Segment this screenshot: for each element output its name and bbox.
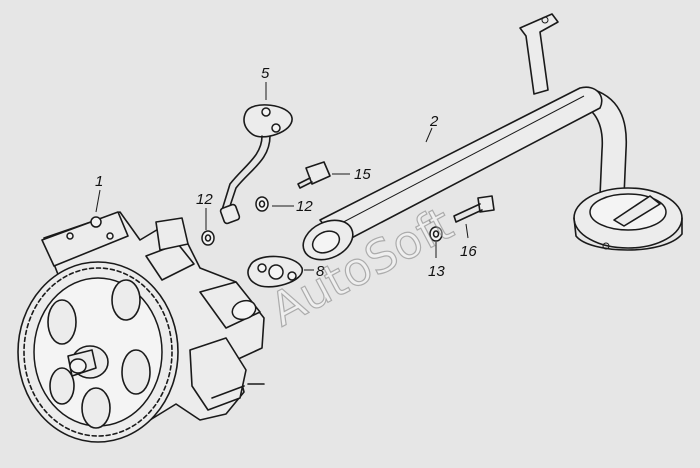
callout-16: 16 bbox=[460, 243, 477, 260]
callout-12-right: 12 bbox=[296, 198, 313, 215]
washers bbox=[201, 196, 443, 246]
intake-pipe-assembly bbox=[302, 13, 683, 261]
callout-12-left: 12 bbox=[196, 191, 213, 208]
leader-lines bbox=[95, 82, 469, 271]
callout-1: 1 bbox=[95, 173, 103, 190]
bolts bbox=[297, 161, 495, 223]
oil-pump-assembly bbox=[17, 211, 265, 443]
flange-gasket-part bbox=[247, 255, 303, 288]
callout-15: 15 bbox=[354, 166, 371, 183]
drive-gear bbox=[17, 261, 179, 443]
callout-13: 13 bbox=[428, 263, 445, 280]
callout-5: 5 bbox=[261, 65, 270, 82]
callout-labels: 1 2 5 8 12 12 13 15 16 bbox=[95, 65, 477, 280]
callout-2: 2 bbox=[429, 113, 439, 130]
pressure-tube-part bbox=[219, 104, 293, 225]
callout-8: 8 bbox=[316, 263, 325, 280]
